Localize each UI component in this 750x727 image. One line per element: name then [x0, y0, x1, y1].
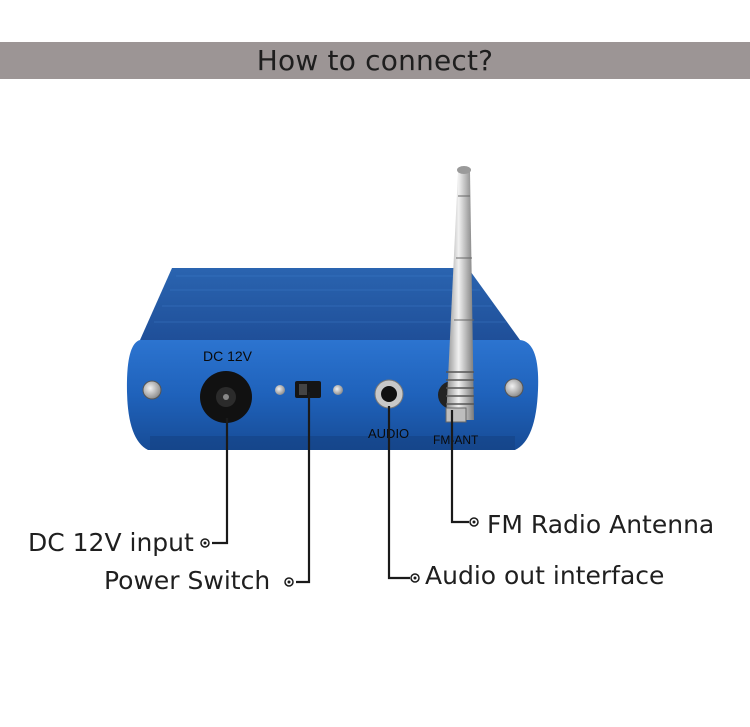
antenna-icon [446, 172, 474, 420]
switch-screw-right-icon [333, 385, 343, 395]
audio-leader-line [387, 406, 410, 580]
left-screw-icon [142, 380, 162, 400]
switch-screw-left-icon [275, 385, 285, 395]
callout-power-switch: Power Switch [104, 566, 271, 595]
panel-label-dc: DC 12V [203, 348, 253, 364]
callout-audio-out: Audio out interface [425, 561, 665, 590]
switch-leader-line [296, 392, 311, 584]
header-banner: How to connect? [0, 42, 750, 79]
callout-dc-input: DC 12V input [28, 528, 194, 557]
fm-leader-line [450, 410, 469, 524]
panel-label-fm: FM-ANT [433, 433, 479, 447]
callout-fm-antenna: FM Radio Antenna [487, 510, 715, 539]
page-title: How to connect? [256, 44, 494, 77]
right-screw-icon [504, 378, 524, 398]
dc-leader-line [212, 418, 229, 545]
